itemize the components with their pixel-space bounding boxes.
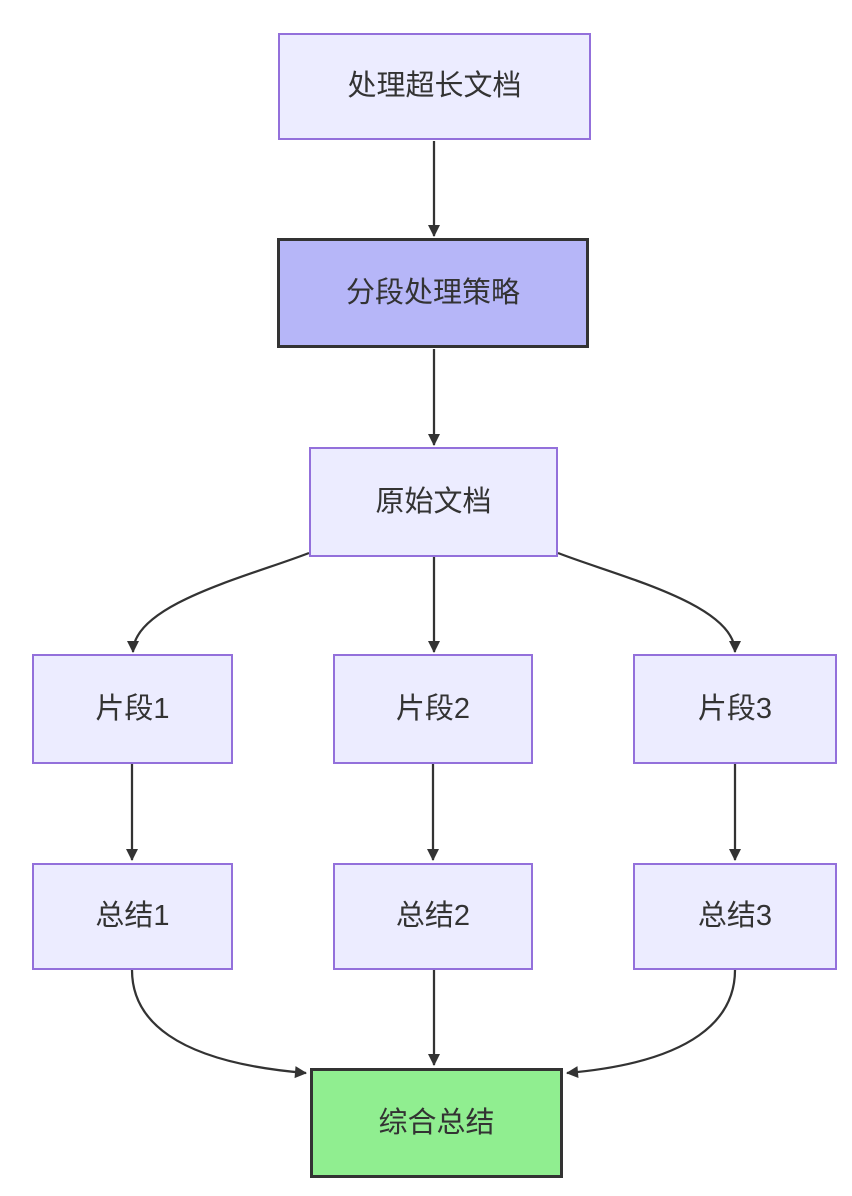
node-fragment-2-label: 片段2	[395, 692, 471, 725]
node-original-document-label: 原始文档	[375, 485, 492, 518]
node-summary-1: 总结1	[32, 863, 233, 970]
node-fragment-3-label: 片段3	[697, 692, 773, 725]
node-summary-1-label: 总结1	[95, 900, 170, 932]
node-summary-2-label: 总结2	[395, 900, 471, 932]
node-summary-3: 总结3	[633, 863, 837, 970]
node-final-summary-label: 综合总结	[378, 1106, 495, 1139]
edge-summary1-to-final	[130, 969, 307, 1079]
edge-original-to-fragment3	[557, 551, 741, 653]
node-summary-2: 总结2	[333, 863, 533, 970]
node-fragment-2: 片段2	[333, 654, 533, 764]
node-fragment-3: 片段3	[633, 654, 837, 764]
node-process-long-document-label: 处理超长文档	[347, 70, 522, 102]
node-process-long-document: 处理超长文档	[278, 33, 591, 140]
node-fragment-1: 片段1	[32, 654, 233, 764]
edge-original-to-fragment1	[127, 551, 310, 653]
edge-summary3-to-final	[566, 969, 737, 1079]
node-summary-3-label: 总结3	[697, 900, 773, 932]
node-segmentation-strategy: 分段处理策略	[277, 238, 589, 348]
node-original-document: 原始文档	[309, 447, 558, 557]
node-segmentation-strategy-label: 分段处理策略	[345, 276, 520, 309]
node-fragment-1-label: 片段1	[95, 692, 170, 725]
node-final-summary: 综合总结	[310, 1068, 563, 1178]
